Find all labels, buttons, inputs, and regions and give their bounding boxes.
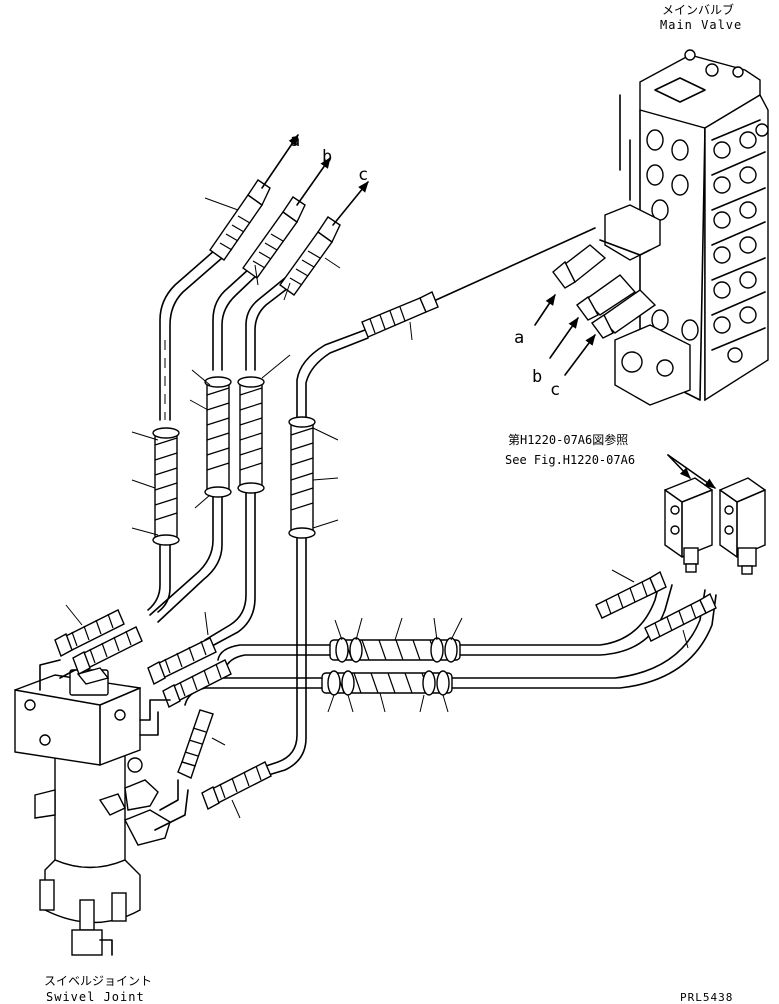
part-code: PRL5438 bbox=[680, 991, 733, 1004]
valve-spools bbox=[711, 119, 769, 363]
hose-a-letter: a bbox=[290, 131, 300, 151]
solenoid-valve-2 bbox=[719, 477, 766, 575]
swivel-fitting-6 bbox=[201, 761, 272, 819]
solenoid-hose-fitting-2 bbox=[644, 592, 717, 649]
valve-elbow-a bbox=[552, 244, 607, 289]
valve-elbow-c bbox=[591, 289, 657, 339]
hose-b-fitting bbox=[242, 196, 306, 279]
swivel-joint-label-en: Swivel Joint bbox=[46, 990, 145, 1004]
swivel-joint bbox=[14, 667, 171, 956]
spiral-guard-3 bbox=[204, 354, 291, 647]
spiral-guard-2 bbox=[149, 369, 232, 623]
swivel-fitting-5 bbox=[177, 709, 226, 779]
hose-b-letter: b bbox=[322, 147, 332, 167]
spiral-guard-4 bbox=[259, 416, 339, 777]
swivel-fitting-1 bbox=[54, 604, 125, 658]
see-fig-label-jp: 第H1220-07A6図参照 bbox=[508, 432, 628, 447]
see-fig-label-en: See Fig.H1220-07A6 bbox=[505, 453, 635, 467]
valve-b-letter: b bbox=[532, 367, 542, 387]
main-valve-label-en: Main Valve bbox=[660, 18, 742, 32]
valve-elbow-b bbox=[576, 274, 637, 321]
spiral-guard-1 bbox=[131, 427, 180, 613]
valve-c-letter: c bbox=[550, 380, 560, 400]
solenoid-hose-fitting-1 bbox=[595, 569, 667, 619]
swivel-joint-label-jp: スイベルジョイント bbox=[44, 974, 152, 988]
swivel-fitting-2 bbox=[72, 626, 143, 676]
valve-a-letter: a bbox=[514, 328, 524, 348]
long-return-hose bbox=[296, 227, 596, 421]
hose-a-fitting bbox=[209, 179, 271, 261]
solenoid-valve-1 bbox=[664, 477, 713, 573]
spiral-guard-h1 bbox=[329, 617, 463, 663]
spiral-guard-h2 bbox=[321, 670, 453, 713]
main-valve-label-jp: メインバルブ bbox=[662, 2, 734, 17]
swivel-fitting-3 bbox=[147, 611, 217, 686]
pilot-hoses bbox=[159, 249, 293, 421]
main-valve bbox=[552, 49, 769, 406]
hose-c-letter: c bbox=[358, 165, 368, 185]
swivel-fitting-4 bbox=[162, 659, 232, 709]
valve-ports-left bbox=[619, 94, 699, 341]
